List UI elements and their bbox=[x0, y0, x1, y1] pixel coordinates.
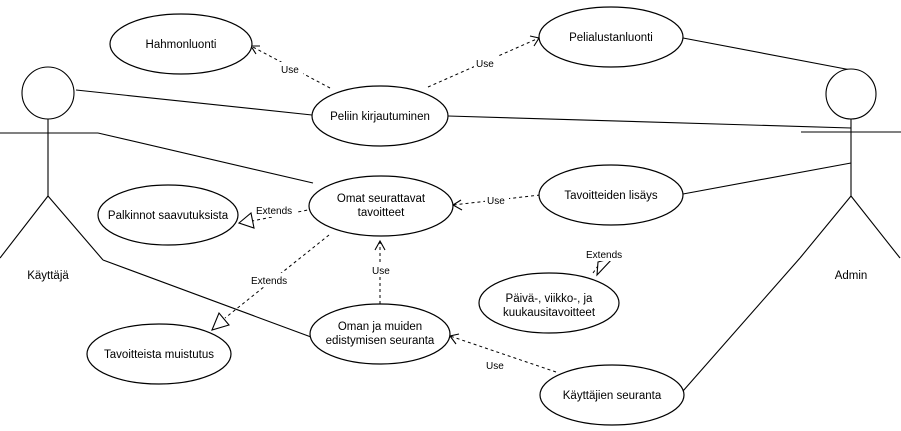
assoc-kayttaja-omat bbox=[97, 132, 314, 184]
assoc-admin-lisays bbox=[682, 162, 852, 195]
use-case-paiva-label-1: Päivä-, viikko-, ja bbox=[506, 293, 594, 305]
use-label-oman: Use bbox=[372, 266, 390, 277]
use-case-palkinnot: Palkinnot saavutuksista bbox=[97, 184, 239, 246]
actor-admin-head bbox=[825, 68, 877, 120]
assoc-admin-pelialustanluonti bbox=[682, 37, 852, 71]
assoc-admin-kayttajien bbox=[682, 257, 801, 392]
use-case-paiva-label-2: kuukausitavoitteet bbox=[503, 307, 596, 319]
use-case-omat-seurattavat: Omat seurattavat tavoitteet bbox=[308, 175, 454, 237]
use-case-omat-label-2: tavoitteet bbox=[358, 207, 405, 219]
extends-arrow-muistutus bbox=[211, 311, 230, 331]
use-case-omat-label-1: Omat seurattavat bbox=[337, 193, 426, 205]
use-label-kayttajien: Use bbox=[486, 361, 504, 372]
use-case-tavoitteiden-lisays-label: Tavoitteiden lisäys bbox=[564, 190, 658, 202]
use-line-kayttajien bbox=[449, 335, 557, 373]
use-case-kayttajien-seuranta: Käyttäjien seuranta bbox=[539, 364, 685, 426]
use-case-oman-label-1: Oman ja muiden bbox=[338, 321, 422, 333]
use-label-pelialustanluonti: Use bbox=[476, 59, 494, 70]
use-case-kayttajien-seuranta-label: Käyttäjien seuranta bbox=[563, 390, 662, 402]
use-case-tavoitteiden-lisays: Tavoitteiden lisäys bbox=[538, 164, 684, 226]
assoc-admin-kirjautuminen bbox=[447, 115, 852, 129]
actor-kayttaja-head bbox=[21, 66, 75, 120]
use-case-hahmonluonti-label: Hahmonluonti bbox=[146, 39, 217, 51]
use-case-muistutus-label: Tavoitteista muistutus bbox=[104, 349, 214, 361]
use-case-kirjautuminen: Peliin kirjautuminen bbox=[311, 85, 449, 147]
arrowhead-pelialustanluonti bbox=[529, 35, 540, 47]
use-case-palkinnot-label: Palkinnot saavutuksista bbox=[108, 210, 229, 222]
use-case-hahmonluonti: Hahmonluonti bbox=[109, 13, 253, 75]
actor-admin-label: Admin bbox=[835, 270, 868, 282]
arrowhead-oman bbox=[374, 239, 386, 251]
use-case-paiva-viikko: Päivä-, viikko-, ja kuukausitavoitteet bbox=[478, 272, 620, 334]
actor-kayttaja-label: Käyttäjä bbox=[27, 270, 69, 282]
extends-label-palkinnot: Extends bbox=[256, 206, 292, 217]
actor-admin: Admin bbox=[799, 68, 901, 282]
actor-kayttaja: Käyttäjä bbox=[0, 66, 104, 282]
use-case-muistutus: Tavoitteista muistutus bbox=[86, 323, 232, 385]
use-case-oman-ja-muiden: Oman ja muiden edistymisen seuranta bbox=[309, 303, 451, 365]
use-case-kirjautuminen-label: Peliin kirjautuminen bbox=[330, 111, 430, 123]
use-case-pelialustanluonti-label: Pelialustanluonti bbox=[569, 32, 653, 44]
use-label-lisays: Use bbox=[487, 196, 505, 207]
extends-label-paiva: Extends bbox=[586, 250, 622, 261]
use-label-hahmonluonti: Use bbox=[281, 65, 299, 76]
extends-label-muistutus: Extends bbox=[251, 276, 287, 287]
extends-arrow-palkinnot bbox=[237, 211, 255, 229]
use-case-pelialustanluonti: Pelialustanluonti bbox=[538, 6, 684, 68]
association-lines bbox=[75, 37, 852, 392]
use-case-oman-label-2: edistymisen seuranta bbox=[326, 335, 435, 347]
relation-labels: Use Use Use Use Use Extends Extends Exte… bbox=[249, 56, 626, 372]
assoc-kayttaja-oman bbox=[102, 259, 312, 338]
assoc-kayttaja-kirjautuminen bbox=[75, 89, 313, 116]
